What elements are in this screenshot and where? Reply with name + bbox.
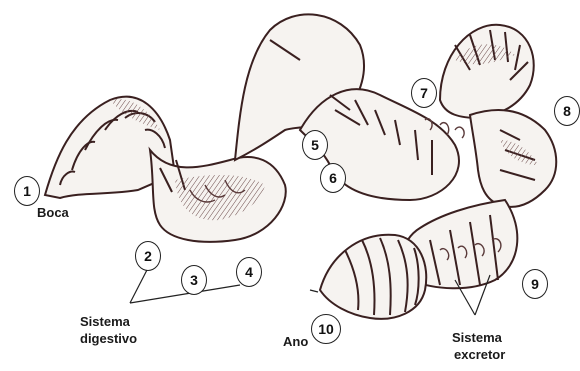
label-ano: Ano: [283, 334, 308, 350]
marker-4: 4: [236, 257, 262, 287]
label-sistema-digestivo-line1: Sistema: [80, 314, 130, 330]
marker-2: 2: [135, 241, 161, 271]
marker-1: 1: [14, 176, 40, 206]
worm-right-section: [470, 110, 556, 207]
label-boca: Boca: [37, 205, 69, 221]
label-sistema-excretor-line1: Sistema: [452, 330, 502, 346]
marker-9: 9: [522, 269, 548, 299]
marker-10: 10: [311, 314, 341, 344]
marker-8: 8: [554, 96, 580, 126]
label-sistema-excretor-line2: excretor: [454, 347, 505, 363]
marker-3: 3: [181, 265, 207, 295]
label-sistema-digestivo-line2: digestivo: [80, 331, 137, 347]
marker-6: 6: [320, 163, 346, 193]
marker-7: 7: [411, 78, 437, 108]
marker-5: 5: [302, 130, 328, 160]
